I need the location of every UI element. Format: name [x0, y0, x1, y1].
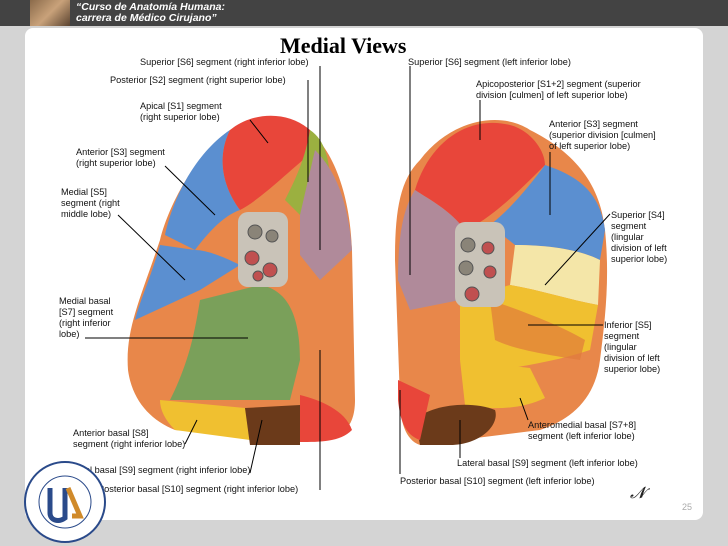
course-title: “Curso de Anatomía Humana: carrera de Mé…	[76, 2, 225, 24]
label-anteromedial-basal: Anteromedial basal [S7+8] segment (left …	[528, 420, 637, 441]
label-superior-s6-right: Superior [S6] segment (right inferior lo…	[140, 57, 309, 67]
segment-inferior-s5-blend	[490, 300, 585, 360]
segment-anteromedial-basal	[460, 360, 545, 409]
label-superior-s4: Superior [S4] segment (lingular division…	[611, 210, 668, 264]
segment-medial-s5	[135, 245, 240, 320]
university-seal-logo	[24, 461, 106, 543]
label-medial-basal-s7: Medial basal [S7] segment (right inferio…	[59, 296, 114, 339]
label-anterior-basal-s8: Anterior basal [S8] segment (right infer…	[73, 428, 186, 449]
segment-posterior-basal-s10-right	[300, 395, 352, 442]
slide-title: Medial Views	[280, 33, 407, 58]
left-lung	[395, 120, 608, 445]
course-title-line2: carrera de Médico Cirujano”	[76, 12, 217, 24]
segment-apical-s1	[222, 115, 315, 210]
label-anterior-s3-right: Anterior [S3] segment (right superior lo…	[76, 147, 165, 168]
label-lateral-basal-s9-left: Lateral basal [S9] segment (left inferio…	[457, 458, 638, 468]
right-lung	[127, 115, 355, 445]
segment-superior-s4	[510, 245, 600, 305]
left-hilum	[455, 222, 505, 307]
right-hilum	[238, 212, 288, 287]
label-posterior-basal-s10-right: Posterior basal [S10] segment (right inf…	[98, 484, 299, 494]
label-inferior-s5: Inferior [S5] segment (lingular division…	[604, 320, 661, 374]
label-apical-s1: Apical [S1] segment (right superior lobe…	[140, 101, 222, 122]
label-medial-s5: Medial [S5] segment (right middle lobe)	[61, 187, 120, 219]
course-title-line1: “Curso de Anatomía Humana:	[76, 1, 225, 13]
label-apicoposterior-s1-2: Apicoposterior [S1+2] segment (superior …	[476, 79, 641, 100]
segment-anterior-s3-right	[165, 130, 240, 250]
header-thumbnail	[30, 0, 70, 26]
label-superior-s6-left: Superior [S6] segment (left inferior lob…	[408, 57, 571, 67]
segment-superior-s6-right	[300, 150, 352, 280]
segment-medial-basal-s7	[170, 285, 300, 400]
segment-anterior-basal-s8	[160, 400, 250, 440]
segment-posterior-basal-s10-left	[398, 380, 430, 440]
segment-apicoposterior-s1-2	[415, 122, 545, 230]
signature: 𝓝	[630, 485, 646, 502]
segment-superior-s6-left	[398, 190, 465, 310]
page-number: 25	[682, 502, 693, 512]
segment-lateral-basal-s9-left	[415, 404, 496, 445]
segment-anterior-s3-left	[490, 165, 605, 260]
label-posterior-s2-right: Posterior [S2] segment (right superior l…	[110, 75, 286, 85]
leader-lines	[85, 66, 611, 490]
segment-lateral-basal-s9-right	[245, 405, 300, 445]
label-posterior-basal-s10-left: Posterior basal [S10] segment (left infe…	[400, 476, 595, 486]
header-bar: “Curso de Anatomía Humana: carrera de Mé…	[0, 0, 728, 26]
label-anterior-s3-left: Anterior [S3] segment (superior division…	[549, 119, 656, 151]
